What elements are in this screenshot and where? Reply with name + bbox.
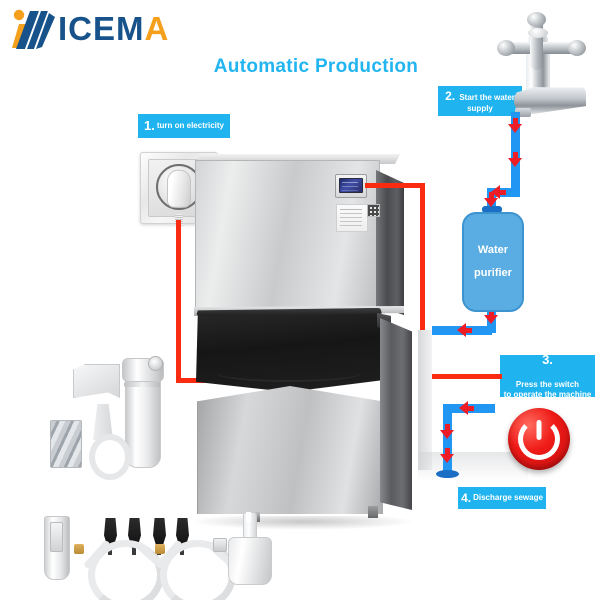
drain-pipe-foot — [436, 470, 459, 478]
plug-body — [167, 169, 191, 208]
wrench-neck — [93, 404, 113, 440]
step-2-number: 2. — [445, 88, 456, 103]
drain-hose-nut — [213, 538, 227, 552]
mounting-bracket — [73, 364, 120, 398]
inlet-hose-nut-2 — [155, 544, 165, 554]
brand-name: ICEMA — [58, 10, 169, 48]
wall-edge — [418, 330, 432, 470]
faucet-outlet-tip — [515, 108, 531, 117]
machine-spec-label — [336, 204, 368, 232]
flow-arrow-down-1 — [508, 124, 522, 133]
faucet-knob-left — [497, 40, 515, 56]
faucet-knob-top — [527, 12, 546, 27]
ice-bin-front-panel — [197, 386, 383, 514]
step-3-label-line2: to operate the machine — [503, 389, 592, 399]
step-3-label-line1: Press the switch — [515, 379, 580, 389]
filter-cartridge-block — [50, 420, 82, 468]
hose-connector-fitting — [153, 518, 166, 548]
step-2-callout[interactable]: 2. Start the water supply — [438, 86, 522, 116]
brand-logo: ICEMA — [6, 6, 196, 52]
flow-arrow-stem-2 — [513, 152, 518, 158]
step-2-label-line2: supply — [467, 103, 493, 113]
step-3-callout[interactable]: 3. Press the switch to operate the machi… — [500, 352, 595, 399]
qr-code-icon — [367, 204, 380, 217]
inlet-hose-nut — [74, 544, 84, 554]
wrench-ring-head — [89, 434, 131, 480]
flow-arrow-down-3 — [484, 198, 498, 207]
faucet-knob-right — [568, 40, 586, 56]
purifier-inlet-cap — [482, 206, 502, 213]
signal-line-vertical — [420, 183, 425, 379]
machine-leg-rear — [368, 506, 378, 518]
water-purifier-label-line2: purifier — [474, 267, 512, 279]
signal-line-from-display — [365, 183, 425, 188]
ice-bin-side-panel — [380, 318, 412, 510]
drain-arrow-left — [459, 401, 468, 415]
flow-arrow-stem-3 — [500, 190, 506, 195]
machine-lcd-display — [339, 178, 363, 193]
machine-upper-side-panel — [376, 170, 404, 315]
flow-arrow-left-1 — [491, 185, 500, 199]
red-power-switch[interactable] — [508, 408, 570, 470]
ice-bin-door-top-edge — [196, 308, 382, 316]
step-2-label-line1: Start the water — [459, 92, 515, 102]
page-title: Automatic Production — [213, 56, 419, 77]
ice-scoop — [228, 537, 272, 585]
water-purifier-label-line1: Water — [477, 243, 509, 256]
brand-name-accent: A — [144, 10, 170, 47]
flow-arrow-stem-1 — [513, 118, 518, 124]
flow-arrow-stem-5 — [489, 309, 494, 315]
water-tap-faucet — [497, 12, 598, 117]
power-icon-ring — [518, 418, 560, 460]
drain-arrow-down-1 — [440, 430, 454, 439]
faucet-cap — [528, 28, 548, 38]
drain-arrow-stem-3 — [445, 448, 450, 454]
drain-arrow-stem-1 — [468, 406, 474, 411]
dispenser-slot — [50, 522, 63, 552]
step-1-callout[interactable]: 1. turn on electricity — [138, 114, 230, 138]
step-3-number: 3. — [542, 352, 553, 368]
machine-control-panel[interactable] — [335, 174, 367, 198]
commercial-ice-maker — [190, 148, 425, 530]
step-1-label: turn on electricity — [156, 121, 224, 130]
flow-arrow-left-2 — [457, 323, 466, 337]
ice-bin-door-curve — [216, 364, 362, 382]
step-4-callout[interactable]: 4. Discharge sewage — [458, 487, 546, 509]
ice-scoop-handle-notch — [246, 512, 251, 522]
drain-pipe-vertical — [443, 404, 452, 474]
step-4-number: 4. — [461, 490, 472, 505]
drain-arrow-stem-2 — [445, 424, 450, 430]
electric-cord-vertical — [176, 220, 181, 380]
flow-arrow-stem-6 — [466, 328, 472, 333]
icema-person-stripes-logo — [12, 9, 55, 49]
floor-surface — [418, 452, 528, 482]
flow-arrow-down-2 — [508, 158, 522, 167]
signal-line-to-step3 — [420, 374, 502, 379]
brand-name-primary: ICEM — [58, 10, 145, 47]
filter-housing-port — [148, 356, 163, 371]
drain-arrow-down-2 — [440, 454, 454, 463]
step-1-number: 1. — [144, 117, 155, 133]
filter-housing-ring — [124, 382, 160, 387]
flow-arrow-down-4 — [484, 315, 498, 324]
step-4-label: Discharge sewage — [473, 493, 543, 502]
flow-arrow-stem-4 — [489, 192, 494, 198]
power-icon-bar — [536, 420, 542, 440]
machine-ground-shadow — [190, 516, 415, 530]
water-purifier: Water purifier — [462, 212, 524, 312]
filter-wrench — [85, 404, 131, 480]
